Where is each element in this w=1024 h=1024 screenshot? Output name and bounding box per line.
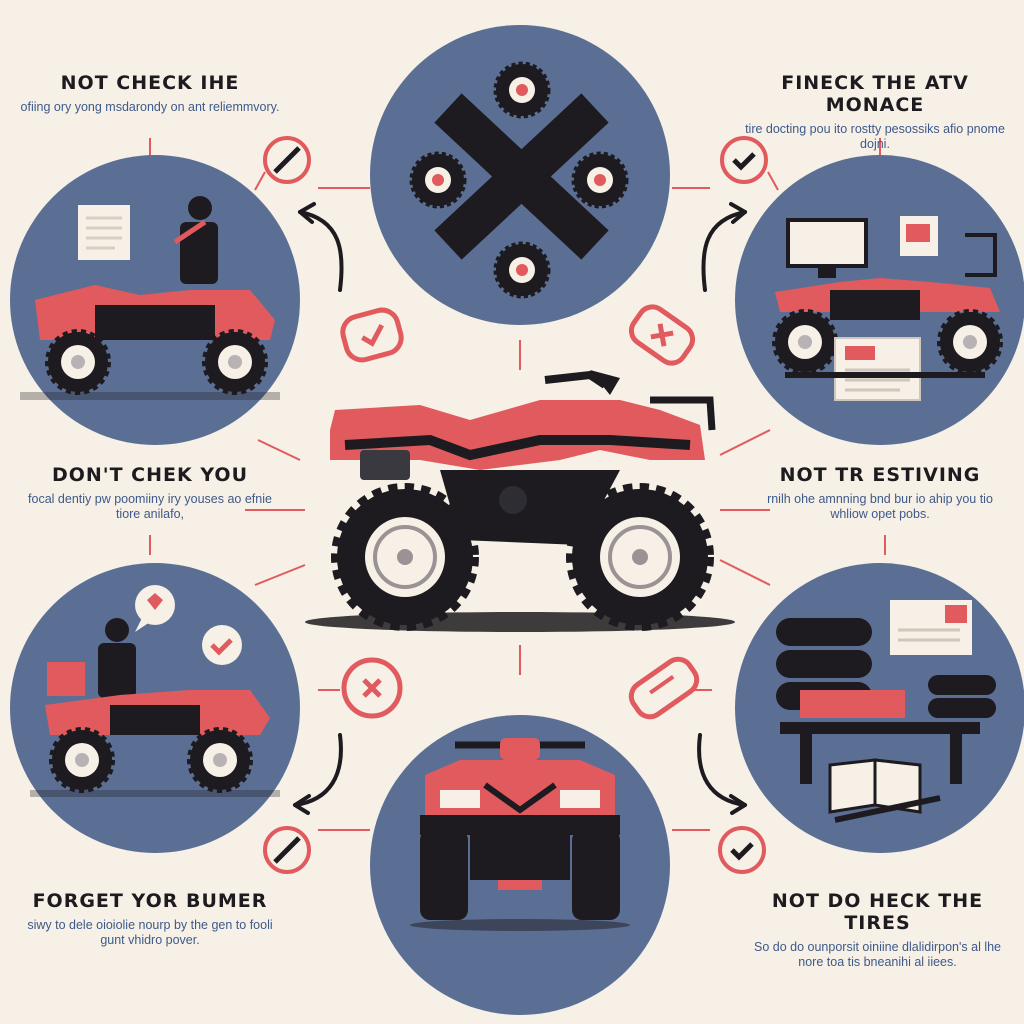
check-badge-top-right — [720, 136, 768, 184]
caption-title: NOT TR ESTIVING — [779, 464, 981, 486]
caption-top-right: FINECK THE ATV MONACE tire docting pou i… — [745, 72, 1005, 152]
rider-icon — [173, 196, 218, 284]
atv-icon — [775, 278, 1000, 372]
open-book-icon — [828, 758, 922, 814]
cargo-box-icon — [47, 662, 85, 696]
atv-front-view-icon — [410, 738, 630, 931]
no-badge-top-left — [263, 136, 311, 184]
bottom-left-panel — [10, 563, 300, 853]
atv-icon — [30, 690, 280, 797]
cross-icon — [434, 93, 609, 260]
check-icon-upper-left — [340, 307, 404, 363]
speech-bubble-icon — [135, 585, 175, 632]
caption-body: focal dentiy pw poomiiny iry youses ao e… — [28, 492, 272, 521]
curved-arrows — [293, 202, 747, 815]
caption-title: FORGET YOR BUMER — [32, 890, 268, 912]
wheel-icon — [496, 64, 548, 116]
caption-title: NOT CHECK IHE — [60, 72, 240, 94]
caption-body: tire docting pou ito rostty pesossiks af… — [745, 122, 1005, 151]
wheel-icon — [496, 244, 548, 296]
pen-icon — [834, 795, 941, 823]
caption-body: So do do ounporsit oiniine dlalidirpon's… — [754, 940, 1001, 969]
wheel-icon — [574, 154, 626, 206]
top-right-panel — [735, 155, 1024, 445]
caption-middle-right: NOT TR ESTIVING rnilh ohe amnning bnd bu… — [750, 464, 1010, 522]
top-left-panel — [10, 155, 300, 445]
check-badge-bottom-right — [718, 826, 766, 874]
bottom-right-panel — [735, 563, 1024, 853]
rider-icon — [98, 618, 136, 698]
atv-icon — [20, 285, 280, 400]
cross-icon-upper-right — [628, 304, 696, 366]
no-badge-bottom-left — [263, 826, 311, 874]
caption-body: rnilh ohe amnning bnd bur io ahip you ti… — [767, 492, 993, 521]
caption-bottom-right: NOT DO HECK THE TIRES So do do ounporsit… — [740, 890, 1015, 970]
bottom-center-panel — [370, 715, 670, 1015]
caption-bottom-left: FORGET YOR BUMER siwy to dele oioiolie n… — [20, 890, 280, 948]
central-atv-icon — [305, 370, 735, 632]
caption-title: FINECK THE ATV MONACE — [781, 72, 969, 116]
tag-icon-lower-right — [628, 656, 700, 720]
caption-middle-left: DON'T CHEK YOU focal dentiy pw poomiiny … — [20, 464, 280, 522]
wheel-icon — [412, 154, 464, 206]
caption-top-left: NOT CHECK IHE ofiing ory yong msdarondy … — [20, 72, 280, 115]
cross-icon-lower-left — [341, 657, 403, 719]
caption-title: DON'T CHEK YOU — [51, 464, 249, 486]
caption-body: siwy to dele oioiolie nourp by the gen t… — [27, 918, 273, 947]
caption-body: ofiing ory yong msdarondy on ant reliemm… — [20, 100, 280, 114]
document-icon — [78, 205, 130, 260]
table-icon — [780, 722, 980, 734]
monitor-icon — [786, 218, 868, 268]
connector-lines — [149, 138, 886, 831]
top-center-panel — [370, 25, 670, 325]
caption-title: NOT DO HECK THE TIRES — [771, 890, 984, 934]
check-icon — [202, 625, 242, 665]
